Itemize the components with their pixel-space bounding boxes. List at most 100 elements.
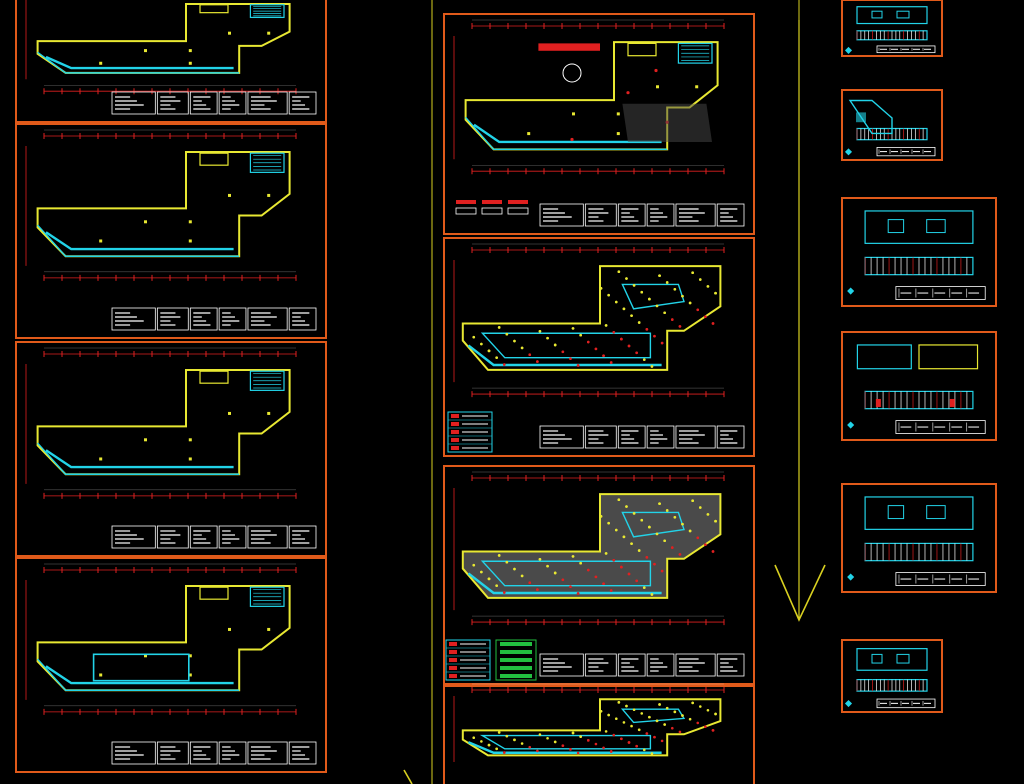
- light-fixture: [642, 748, 646, 752]
- column-dot: [695, 85, 699, 89]
- light-fixture: [655, 719, 659, 723]
- light-fixture: [696, 536, 700, 540]
- ceiling-ring: [621, 511, 685, 538]
- column-dot: [527, 132, 531, 136]
- stair-box: [249, 370, 285, 391]
- light-fixture: [711, 322, 715, 325]
- light-fixture: [502, 363, 506, 366]
- light-fixture: [538, 329, 542, 333]
- detail-view: [856, 6, 928, 25]
- drawing-sheet-right-3[interactable]: [841, 197, 997, 307]
- legend-swatch: [508, 200, 528, 204]
- light-fixture: [569, 585, 572, 588]
- drawing-sheet-right-5[interactable]: [841, 483, 997, 593]
- sheet-frame: [443, 13, 755, 235]
- light-fixture: [637, 728, 641, 732]
- north-marker: [844, 148, 853, 156]
- light-fixture: [630, 314, 633, 317]
- column-dot: [188, 673, 192, 677]
- drawing-sheet-right-4[interactable]: [841, 331, 997, 441]
- light-fixture: [650, 752, 654, 755]
- light-fixture: [586, 739, 590, 742]
- light-fixture: [487, 349, 491, 353]
- column-dot: [267, 627, 271, 631]
- drawing-sheet-left-1[interactable]: [15, 0, 327, 123]
- column-dot: [99, 239, 103, 243]
- sheet-frame: [841, 89, 943, 161]
- light-fixture: [602, 746, 605, 750]
- drawing-sheet-mid-4[interactable]: [443, 683, 755, 784]
- light-fixture: [645, 732, 649, 735]
- light-fixture: [681, 714, 684, 717]
- drawing-sheet-left-3[interactable]: [15, 341, 327, 557]
- light-fixture: [612, 733, 616, 737]
- light-fixture: [594, 347, 598, 351]
- drawing-sheet-mid-1[interactable]: [443, 13, 755, 235]
- light-fixture: [637, 549, 641, 552]
- light-fixture: [571, 327, 575, 330]
- ceiling-ring: [479, 734, 652, 750]
- light-fixture: [658, 502, 661, 505]
- light-fixture: [691, 271, 694, 274]
- light-fixture: [472, 736, 476, 740]
- light-fixture: [502, 751, 506, 754]
- light-fixture: [620, 337, 623, 341]
- column-dot: [188, 239, 192, 243]
- light-fixture: [586, 568, 590, 572]
- light-fixture: [528, 581, 532, 585]
- light-fixture: [505, 734, 509, 738]
- light-fixture: [502, 591, 506, 594]
- light-fixture: [520, 742, 524, 745]
- light-fixture: [480, 570, 483, 574]
- column-dot: [144, 49, 147, 53]
- north-marker: [847, 287, 855, 295]
- north-marker: [847, 573, 855, 581]
- column-dot: [188, 49, 192, 53]
- light-fixture: [714, 291, 717, 295]
- light-fixture: [561, 744, 565, 747]
- light-fixture: [655, 532, 659, 536]
- column-dot: [144, 654, 147, 658]
- light-fixture: [630, 724, 633, 728]
- drawing-sheet-mid-2[interactable]: [443, 237, 755, 457]
- ceiling-fill: [462, 494, 721, 598]
- light-fixture: [538, 557, 542, 561]
- light-fixture: [579, 735, 582, 738]
- light-fixture: [696, 721, 700, 725]
- light-fixture: [622, 535, 626, 539]
- light-fixture: [599, 710, 603, 713]
- sheet-frame: [15, 0, 327, 123]
- drawing-sheet-left-4[interactable]: [15, 557, 327, 773]
- drawing-sheet-right-6[interactable]: [841, 639, 943, 713]
- title-block: [111, 307, 317, 331]
- drawing-sheet-left-2[interactable]: [15, 123, 327, 339]
- light-fixture: [520, 346, 524, 350]
- drawing-sheet-mid-3[interactable]: [443, 465, 755, 685]
- column-dot: [656, 85, 659, 89]
- wall-outline: [461, 265, 722, 371]
- light-fixture: [599, 515, 603, 518]
- light-fixture: [663, 539, 666, 543]
- section-shape: [848, 99, 893, 135]
- drawing-sheet-right-1[interactable]: [841, 0, 943, 57]
- light-fixture: [653, 562, 656, 566]
- light-fixture: [561, 350, 565, 354]
- light-fixture: [642, 586, 646, 589]
- drawing-sheet-right-2[interactable]: [841, 89, 943, 161]
- column-dot: [188, 61, 192, 65]
- sheet-frame: [15, 341, 327, 557]
- light-fixture: [576, 364, 580, 367]
- light-fixture: [594, 575, 598, 579]
- glass-facade: [45, 449, 234, 469]
- light-fixture: [663, 723, 666, 726]
- column-dot: [188, 457, 192, 461]
- light-fixture: [696, 308, 700, 312]
- sheet-frame: [15, 557, 327, 773]
- light-fixture: [480, 740, 483, 743]
- light-fixture: [528, 353, 532, 357]
- light-fixture: [698, 506, 702, 509]
- light-fixture: [706, 513, 710, 516]
- column-dot: [616, 132, 620, 136]
- room-box: [627, 42, 657, 57]
